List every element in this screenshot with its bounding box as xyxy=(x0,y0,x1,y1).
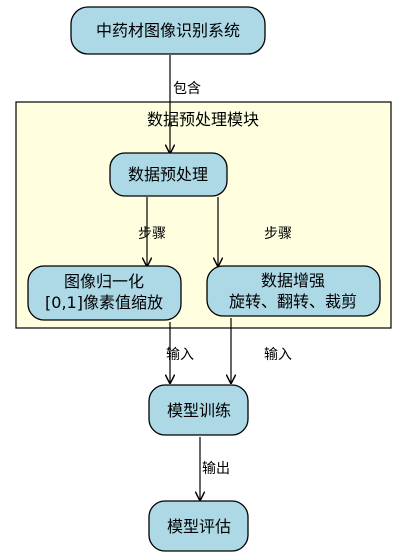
node-normalize: 图像归一化 [0,1]像素值缩放 xyxy=(27,265,182,321)
node-preprocess-label: 数据预处理 xyxy=(128,165,208,184)
node-root: 中药材图像识别系统 xyxy=(70,6,266,55)
preprocessing-module-title: 数据预处理模块 xyxy=(147,110,259,129)
edge-label-input-right: 输入 xyxy=(264,347,292,363)
node-train-label: 模型训练 xyxy=(167,401,231,420)
edge-label-output: 输出 xyxy=(202,461,230,477)
node-normalize-label-line1: 图像归一化 xyxy=(64,272,144,291)
edge-label-contains: 包含 xyxy=(173,81,201,97)
edge-label-step-right: 步骤 xyxy=(264,226,292,242)
node-augment: 数据增强 旋转、翻转、裁剪 xyxy=(206,265,381,317)
edge-label-step-left: 步骤 xyxy=(138,226,166,242)
node-augment-label-line1: 数据增强 xyxy=(261,271,325,290)
node-normalize-label-line2: [0,1]像素值缩放 xyxy=(45,293,163,312)
node-augment-label-line2: 旋转、翻转、裁剪 xyxy=(229,292,357,311)
edge-label-input-left: 输入 xyxy=(166,347,194,363)
node-evaluate: 模型评估 xyxy=(148,500,249,552)
node-train: 模型训练 xyxy=(148,384,249,436)
node-evaluate-label: 模型评估 xyxy=(167,517,231,536)
node-preprocess: 数据预处理 xyxy=(109,152,228,197)
node-root-label: 中药材图像识别系统 xyxy=(96,21,240,40)
